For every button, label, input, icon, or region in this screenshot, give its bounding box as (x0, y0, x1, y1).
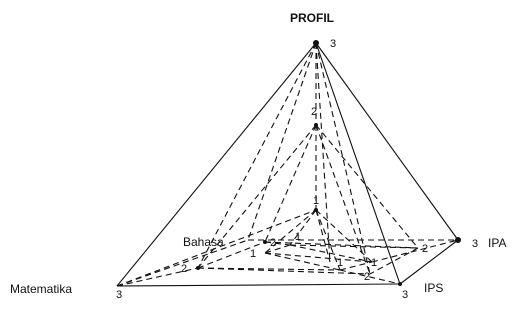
edge2-apex-ipa (315, 124, 419, 249)
edge1-mat-ipa (264, 252, 373, 263)
mark-ipa-3: 3 (472, 238, 478, 250)
outer-pyramid (116, 42, 459, 287)
mark-bahasa-1: 1 (295, 231, 301, 243)
edge1-mat-ips (264, 252, 341, 271)
vertex-mat2 (196, 266, 200, 270)
edge1-apex-bahasa (289, 209, 317, 246)
link-mat2-ips1 (197, 267, 341, 271)
mark-apex-3: 3 (330, 38, 336, 50)
mark-ips-2: 2 (364, 271, 370, 283)
vertex-apex (313, 40, 319, 46)
mark-ips-3: 3 (402, 289, 408, 301)
mark-inner-apex-1: 1 (313, 195, 319, 207)
link-ips1-ips3 (339, 269, 401, 285)
edge-apex-ipa (315, 42, 459, 241)
mark-mat-1: 1 (250, 248, 256, 260)
edge2-ipa-ips (369, 247, 419, 275)
inner-pyramid (116, 125, 459, 287)
mark-mid-apex-2: 2 (311, 106, 317, 118)
edge1-bahasa-ipa (289, 244, 373, 263)
label-ipa: IPA (488, 236, 506, 250)
edge2-bahasa-ipa (264, 241, 419, 249)
vertex-mid-apex (314, 123, 318, 127)
vertex-ips (398, 282, 402, 286)
vertex-inner-apex (314, 208, 318, 212)
edge-apex-ips (315, 42, 401, 285)
mark-ipa-2: 2 (422, 243, 428, 255)
label-ips: IPS (424, 281, 443, 295)
vertex-ipa (455, 237, 461, 243)
spoke-apex-mat2 (197, 42, 317, 269)
link-ipa1-ipa3 (371, 239, 459, 263)
mark-bahasa-2: 2 (270, 237, 276, 249)
edge2-mat-bahasa (197, 241, 266, 269)
edge1-apex-ipa (315, 209, 373, 263)
edge1-apex-mat (264, 209, 317, 254)
mark-ips-1: 1 (337, 257, 343, 269)
edge-apex-bahasa (247, 42, 317, 241)
edge-apex-matematika (116, 42, 317, 287)
edge1-apex-ips (315, 209, 341, 271)
edge-matematika-ips (116, 283, 401, 287)
edge-matematika-bahasa (116, 239, 249, 287)
spoke-apex-center (315, 42, 331, 263)
label-matematika: Matematika (10, 282, 72, 296)
link-mat3-apex1 (116, 209, 317, 287)
edge2-mat-ips (197, 267, 371, 275)
mark-mat-2: 2 (181, 263, 187, 275)
middle-pyramid (197, 42, 419, 275)
edge2-apex-bahasa (264, 124, 317, 243)
link-bahasa2-bahasa1 (264, 241, 291, 246)
edge2-apex-ips (315, 124, 371, 275)
vertex-bahasa2 (263, 240, 267, 244)
mark-mat-3: 3 (116, 289, 122, 301)
edge1-apex-center (315, 209, 331, 263)
edge2-apex-matematika (197, 124, 317, 269)
edge1-bahasa-mat (264, 244, 291, 254)
label-profil: PROFIL (290, 11, 334, 25)
edge-ips-ipa (399, 239, 459, 285)
link-mat3-mat2 (116, 267, 199, 287)
link-bahasa1-ipa2 (289, 244, 419, 249)
mark-ipa-1: 1 (371, 257, 377, 269)
label-bahasa: Bahasa (183, 235, 224, 249)
edge1-ips-ipa (339, 261, 373, 271)
